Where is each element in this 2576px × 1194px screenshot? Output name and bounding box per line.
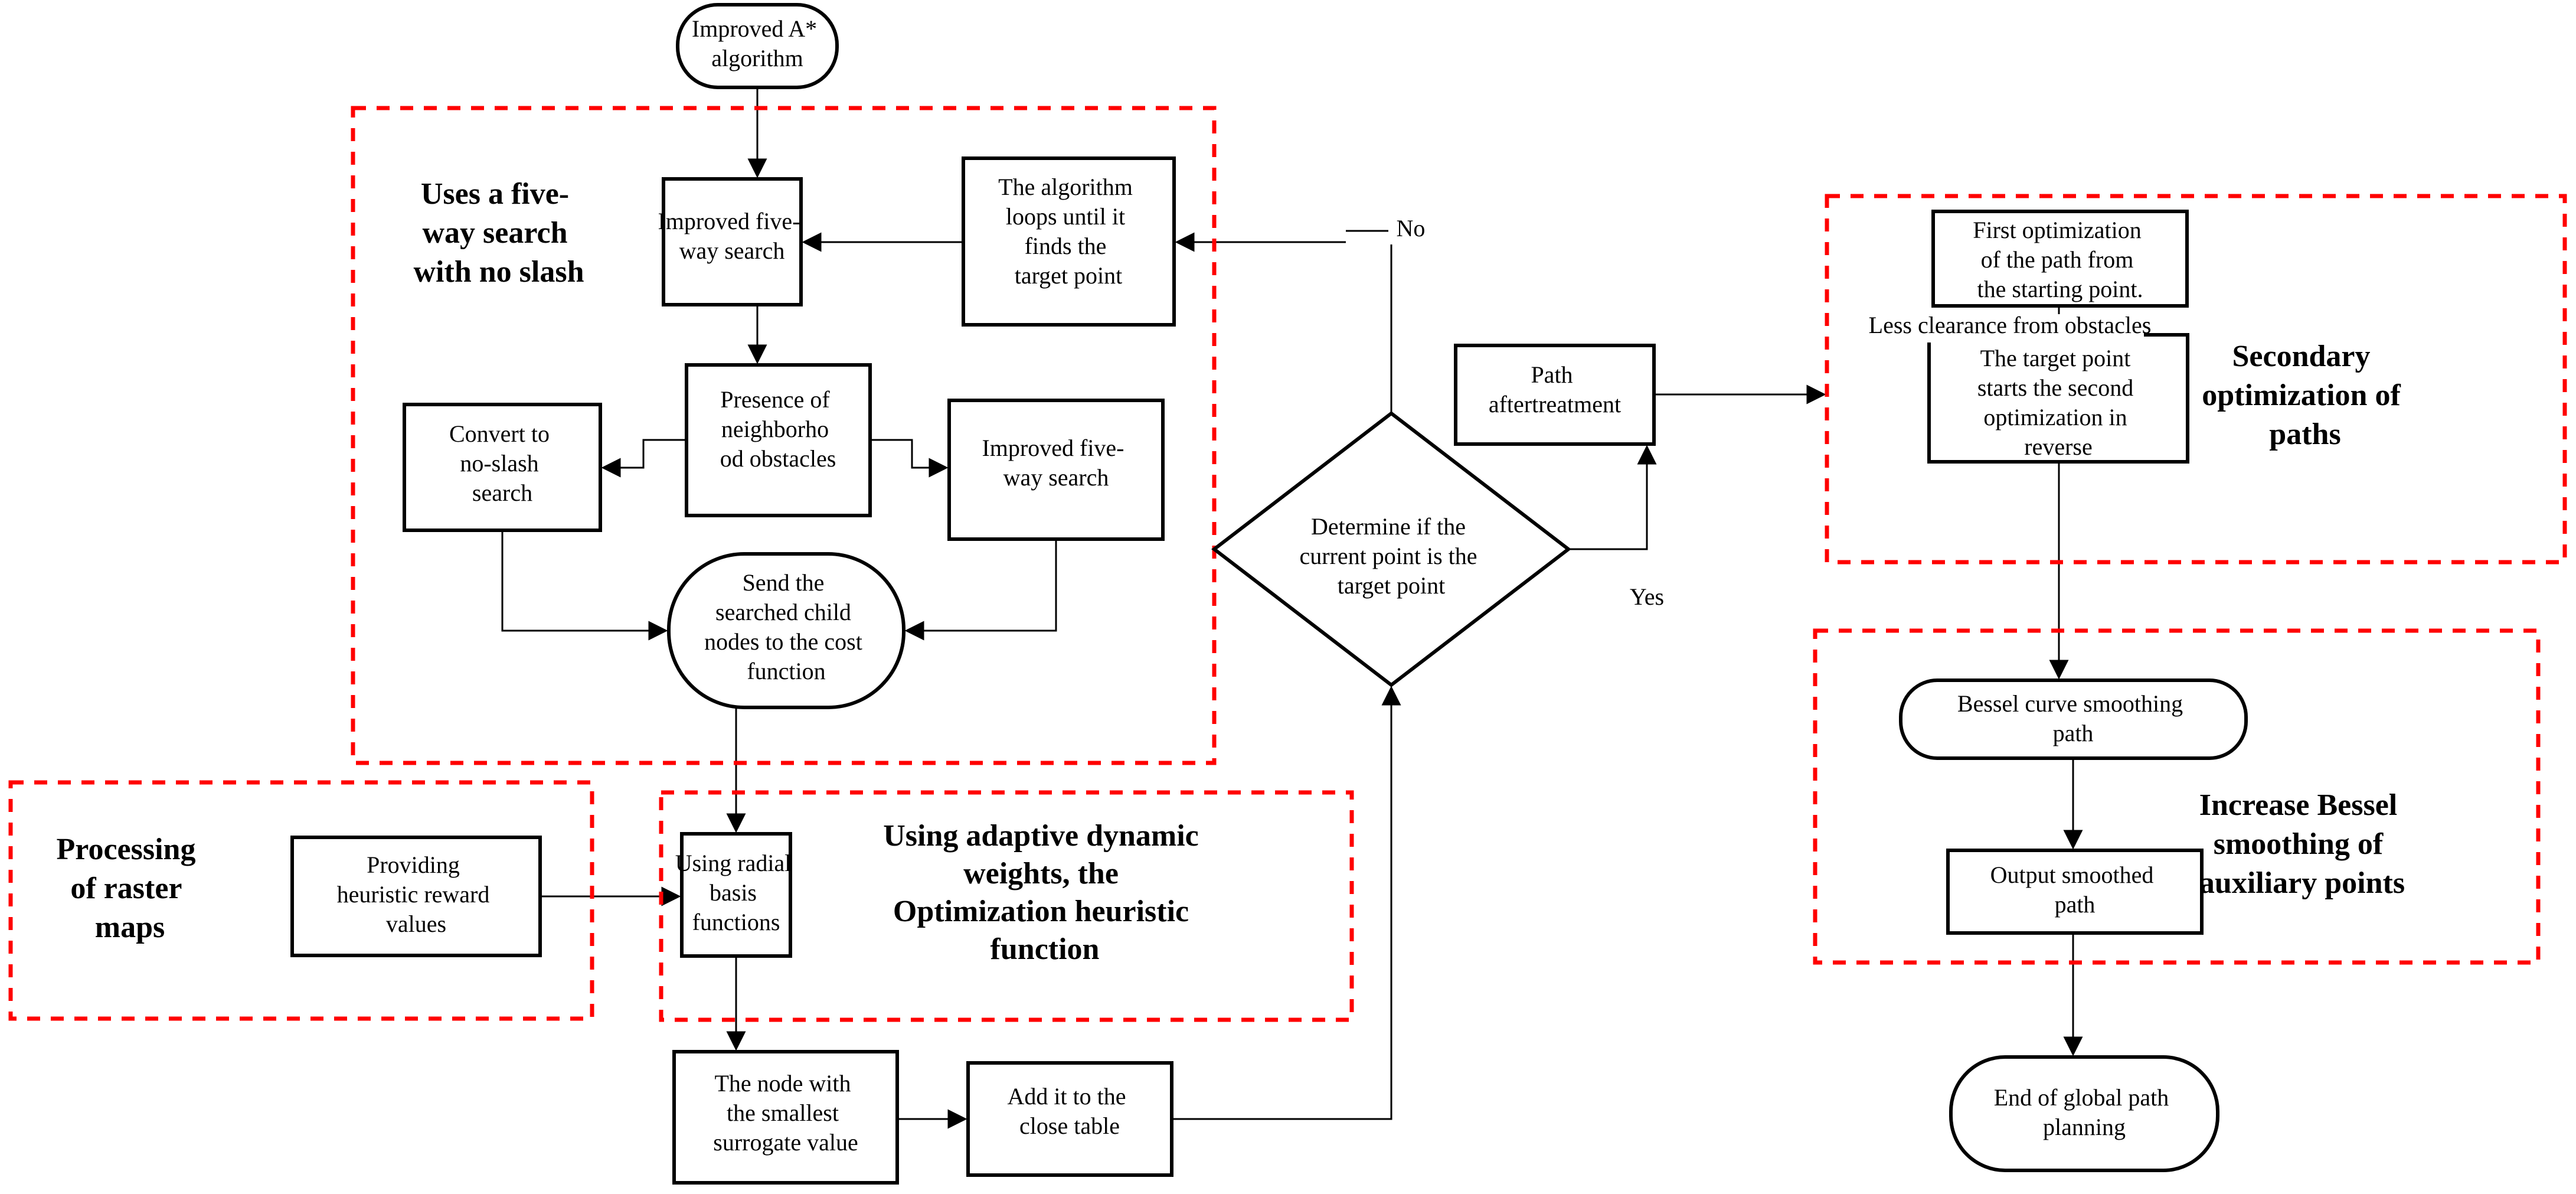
group-label-bessel-smoothing: Increase Bessel smoothing of auxiliary p… [2199,788,2405,900]
svg-text:Convert to no-slash: Convert to no-slash search [449,420,555,506]
node-improved-a-star-algorithm[interactable]: Improved A* algorithm [676,3,839,89]
svg-text:The target point sta: The target point starts the second optim… [1977,345,2139,460]
svg-text:Improved five- way s: Improved five- way search [658,208,806,264]
svg-text:End of global path p: End of global path planning [1994,1084,2175,1140]
svg-text:Providing heuristic: Providing heuristic reward values [337,852,496,937]
svg-text:Improved A* algorith: Improved A* algorithm [692,15,823,71]
node-output-smoothed-path[interactable]: Output smoothed path [1946,849,2204,935]
node-smallest-surrogate-value[interactable]: The node with the smallest surrogate val… [672,1050,899,1185]
group-label-raster-maps: Processing of raster maps [57,833,204,944]
edge-convert-to-send [501,530,668,641]
edge-presence-to-convert [601,439,687,478]
edge-decision-yes [1568,445,1657,550]
svg-text:Path aftertreatment: Path aftertreatment [1489,361,1621,417]
node-presence-of-neighborhood-obstacles[interactable]: Presence of neighborho od obstacles [685,363,872,517]
node-improved-five-way-search-2[interactable]: Improved five- way search [947,399,1165,541]
edge-labels-top: No Less clearance from obstacles [1397,215,2152,338]
svg-text:Add it to the close: Add it to the close table [1007,1083,1132,1139]
group-box-raster-maps [8,780,594,1021]
svg-text:First optimization o: First optimization of the path from the … [1973,217,2147,302]
svg-text:Send the searched ch: Send the searched child nodes to the cos… [704,569,868,684]
svg-text:The algorithm loops: The algorithm loops until it finds the t… [998,174,1139,289]
node-end-of-global-path-planning[interactable]: End of global path planning [1949,1055,2219,1172]
svg-text:Bessel curve smoothing: Bessel curve smoothing path [1957,690,2189,746]
group-label-adaptive-weights: Using adaptive dynamic weights, the Opti… [883,819,1207,966]
edge-presence-to-improved2 [870,439,949,478]
node-using-radial-basis-functions[interactable]: Using radial basis functions [675,832,797,958]
edge-improved2-to-send [904,539,1057,641]
node-improved-five-way-search-1[interactable]: Improved five- way search [658,177,806,306]
svg-text:Using radial basis: Using radial basis functions [675,850,797,935]
group-labels: Uses a five- way search with no slash Pr… [57,177,2408,966]
group-box-bessel-smoothing [1813,628,2541,965]
edge-label-less-clearance-top: Less clearance from obstacles [1869,312,2152,338]
svg-text:Improved five- way s: Improved five- way search [982,435,1130,491]
edge-decision-no [1346,230,1392,413]
node-first-optimization-of-path[interactable]: First optimization of the path from the … [1931,210,2189,308]
group-box-five-way-search [351,106,1217,765]
svg-text:Presence of neighbor: Presence of neighborho od obstacles [720,386,836,472]
node-bessel-curve-smoothing-path[interactable]: Bessel curve smoothing path [1899,678,2248,760]
group-box-adaptive-weights [659,790,1354,1022]
label-masks [1388,217,2144,342]
edge-label-no-top: No [1397,215,1426,242]
svg-text:Determine if the cur: Determine if the current point is the ta… [1299,513,1483,599]
nodes: Improved A* algorithm Improved five- way… [290,3,2248,1185]
node-convert-to-no-slash-search[interactable]: Convert to no-slash search [403,403,602,532]
group-boxes [8,106,2567,1022]
node-algorithm-loops-until-target[interactable]: The algorithm loops until it finds the t… [962,156,1176,327]
node-determine-current-point-is-target[interactable]: Determine if the current point is the ta… [1211,411,1571,687]
node-add-to-close-table[interactable]: Add it to the close table [966,1061,1173,1177]
node-second-optimization-in-reverse[interactable]: The target point starts the second optim… [1927,333,2189,464]
group-box-secondary-optimization [1825,194,2567,565]
node-send-searched-child-nodes[interactable]: Send the searched child nodes to the cos… [667,552,905,709]
edge-addclose-to-decision [1172,686,1401,1120]
group-label-secondary-optimization: Secondary optimization of paths [2202,340,2408,451]
svg-text:The node with the sm: The node with the smallest surrogate val… [713,1070,858,1156]
edge-label-yes: Yes [1630,583,1664,610]
group-label-five-way-search: Uses a five- way search with no slash [414,177,584,289]
node-path-aftertreatment[interactable]: Path aftertreatment [1454,344,1656,446]
node-providing-heuristic-reward-values[interactable]: Providing heuristic reward values [290,836,542,957]
svg-text:Output smoothed path: Output smoothed path [1990,862,2160,918]
